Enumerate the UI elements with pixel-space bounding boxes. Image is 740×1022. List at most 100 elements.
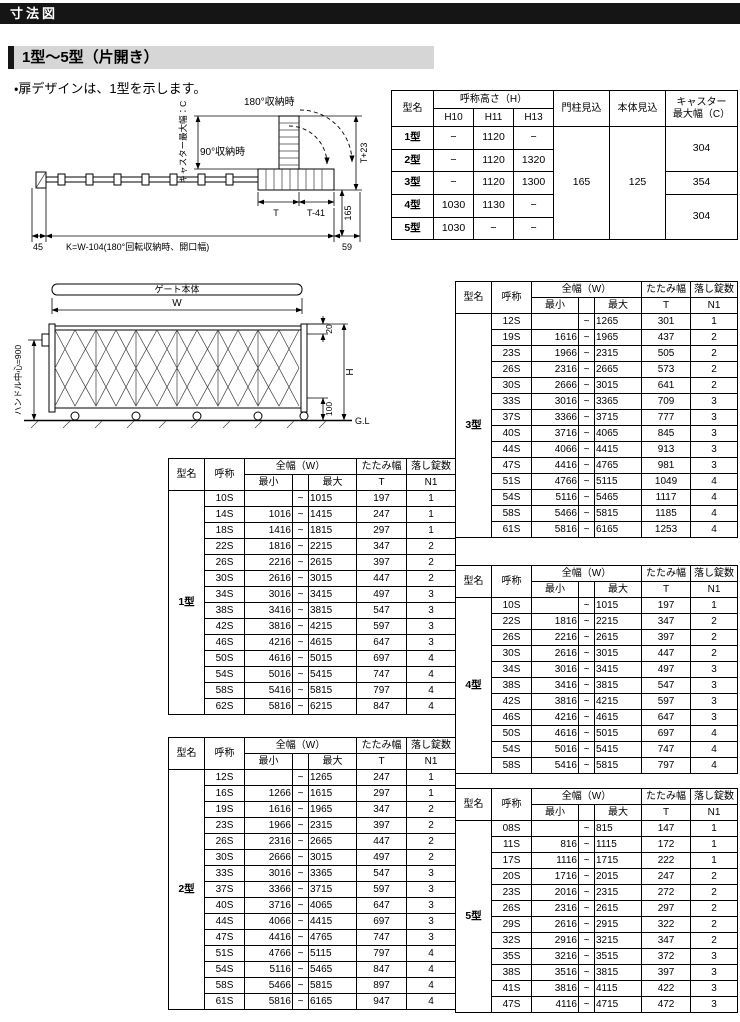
cell-max: 4415 (593, 441, 643, 458)
label-t: T (273, 208, 279, 218)
cell-min: 5116 (531, 489, 579, 506)
cell-t: 297 (641, 900, 692, 917)
cell-name: 37S (491, 409, 532, 426)
cell-n1: 3 (690, 661, 739, 678)
cell-name: 58S (204, 977, 245, 994)
cell-name: 08S (491, 820, 532, 837)
cell-tilde: ~ (292, 849, 309, 866)
cell-max: 3515 (593, 948, 643, 965)
cell-tilde: ~ (292, 881, 309, 898)
caster-wheel (131, 411, 141, 421)
cell-t: 422 (641, 980, 692, 997)
cell-min: 5416 (244, 682, 293, 699)
cell-name: 46S (204, 634, 245, 651)
cell-min: 4416 (531, 457, 579, 474)
cell-min: 5116 (244, 961, 293, 978)
col-tilde-spacer (292, 753, 309, 770)
cell-tilde: ~ (292, 618, 309, 635)
cell-max: 4765 (593, 457, 643, 474)
folded-stack-vertical (278, 115, 300, 170)
cell-tilde: ~ (292, 666, 309, 683)
cell-t: 397 (356, 817, 408, 834)
cell-max: 2315 (593, 345, 643, 362)
cell-t: 372 (641, 948, 692, 965)
cell-t: 247 (356, 506, 408, 523)
model-label: 4型 (391, 193, 434, 218)
cell-name: 61S (491, 521, 532, 538)
label-t-plus-23: T+23 (359, 143, 369, 164)
cell-tilde: ~ (578, 980, 595, 997)
spec-row: 5型 1030 − − (391, 216, 738, 241)
cell-min: 3716 (244, 897, 293, 914)
cell-max: 2615 (307, 554, 358, 571)
arc-90-rotation (288, 125, 330, 165)
cell-min: 1266 (244, 785, 293, 802)
col-n1: N1 (690, 804, 739, 821)
cell-max: 5015 (307, 650, 358, 667)
cell-min: 4216 (531, 709, 579, 726)
cell-max: 3815 (593, 677, 643, 694)
col-model: 型名 (455, 281, 492, 314)
cell-tilde: ~ (292, 865, 309, 882)
folded-stack-horizontal (257, 168, 335, 191)
cell-n1: 3 (406, 929, 457, 946)
cell-name: 50S (204, 650, 245, 667)
cell-tilde: ~ (578, 820, 595, 837)
cell-n1: 3 (690, 693, 739, 710)
cell-name: 11S (491, 836, 532, 853)
cell-max: 5815 (593, 757, 643, 774)
cell-min: 1116 (531, 852, 579, 869)
cell-min: 816 (531, 836, 579, 853)
cell-max: 5815 (307, 977, 358, 994)
cell-max: 3365 (593, 393, 643, 410)
cell-t: 947 (356, 993, 408, 1010)
cell-tilde: ~ (578, 709, 595, 726)
cell-max: 1965 (593, 329, 643, 346)
cell-tilde: ~ (292, 698, 309, 715)
cell-n1: 4 (690, 489, 739, 506)
cell-tilde: ~ (578, 916, 595, 933)
col-model: 型名 (168, 458, 205, 491)
cell-name: 34S (491, 661, 532, 678)
cell-name: 12S (491, 313, 532, 330)
cell-n1: 3 (406, 865, 457, 882)
cell-tilde: ~ (292, 586, 309, 603)
cell-min: 3416 (531, 677, 579, 694)
cell-h13: 1320 (512, 148, 555, 173)
cell-min: 3366 (531, 409, 579, 426)
cell-max: 3715 (593, 409, 643, 426)
cell-t: 197 (356, 490, 408, 507)
cell-min: 3016 (244, 586, 293, 603)
cell-t: 777 (641, 409, 692, 426)
cell-name: 54S (204, 666, 245, 683)
cell-t: 172 (641, 836, 692, 853)
gate-body-bar (51, 283, 303, 296)
cell-min: 5016 (531, 741, 579, 758)
cell-t: 247 (641, 868, 692, 885)
cell-t: 1253 (641, 521, 692, 538)
cell-t: 505 (641, 345, 692, 362)
cell-min: 2316 (531, 361, 579, 378)
cell-tilde: ~ (578, 505, 595, 522)
cell-max: 2315 (307, 817, 358, 834)
cell-tilde: ~ (578, 693, 595, 710)
cell-t: 147 (641, 820, 692, 837)
cell-name: 26S (204, 554, 245, 571)
cell-tilde: ~ (578, 473, 595, 490)
cell-t: 447 (356, 570, 408, 587)
cell-max: 5415 (307, 666, 358, 683)
col-tilde-spacer (578, 804, 595, 821)
cell-tilde: ~ (292, 833, 309, 850)
cell-n1: 1 (406, 490, 457, 507)
cell-name: 22S (491, 613, 532, 630)
cell-max: 5465 (307, 961, 358, 978)
